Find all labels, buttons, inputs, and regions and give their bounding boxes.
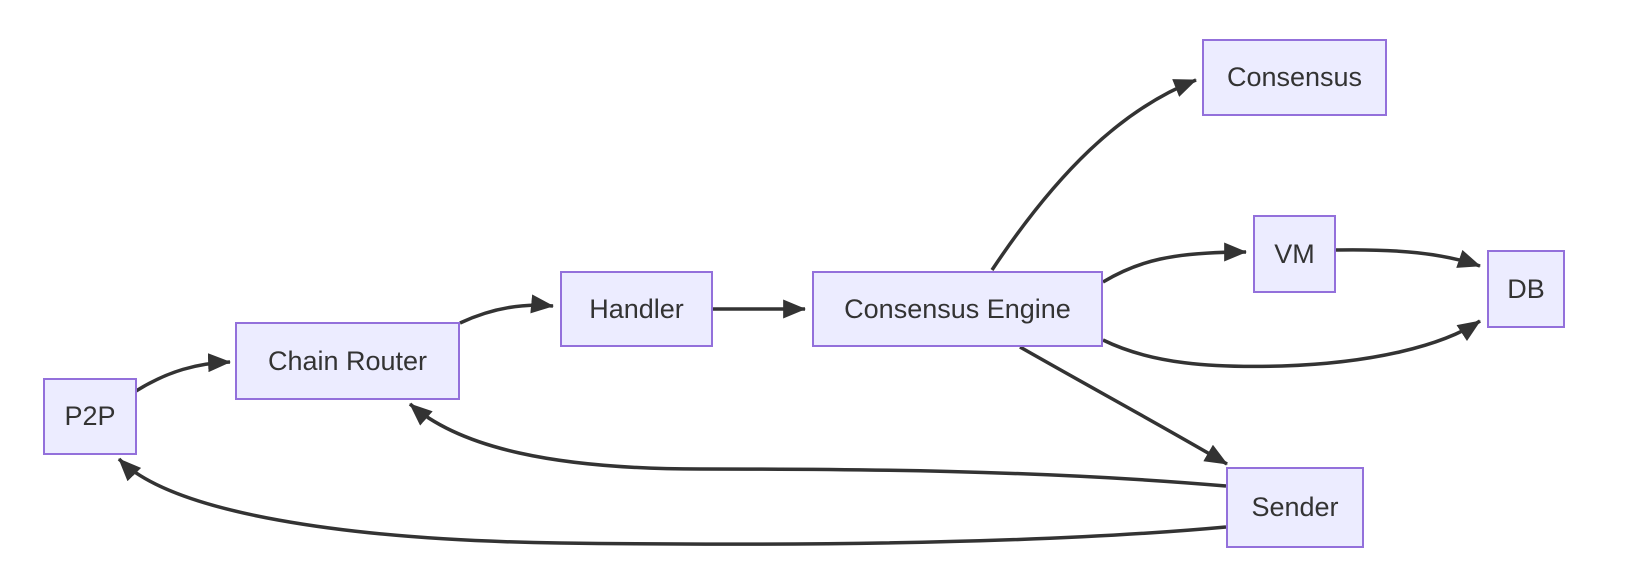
node-chain-router-label: Chain Router [267,345,428,376]
node-p2p: P2P [43,378,137,455]
edge-vm-to-db [1335,248,1481,268]
edge-consensus-engine-to-consensus [990,78,1197,271]
node-sender-label: Sender [1251,492,1339,522]
edge-consensus-engine-to-vm [1102,242,1247,284]
node-db-label: DB [1507,273,1545,304]
node-consensus-engine: Consensus Engine [812,271,1103,347]
edge-p2p-to-chain-router [135,353,231,393]
node-vm-label: VM [1274,238,1315,269]
edge-sender-to-chain-router [408,402,1227,488]
edge-consensus-engine-to-db [1102,319,1481,369]
node-db: DB [1487,250,1565,328]
node-p2p-label: P2P [64,401,116,431]
node-vm: VM [1253,215,1336,293]
node-consensus: Consensus [1202,39,1387,116]
node-sender: Sender [1226,467,1364,548]
node-chain-router: Chain Router [235,322,460,400]
node-handler-label: Handler [589,293,684,324]
edge-consensus-engine-to-sender [1019,345,1228,466]
node-consensus-label: Consensus [1226,62,1363,92]
edge-sender-to-p2p [117,457,1227,546]
edge-chain-router-to-handler [459,294,554,325]
node-handler: Handler [560,271,713,347]
node-consensus-engine-label: Consensus Engine [844,293,1071,324]
